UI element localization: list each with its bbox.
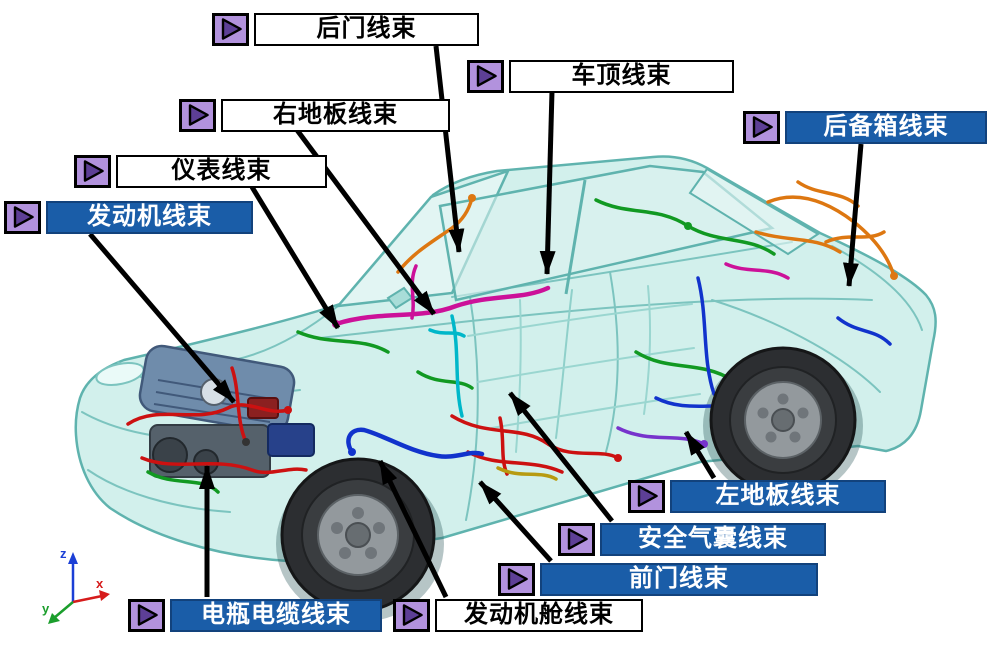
triangle-marker-icon bbox=[558, 522, 595, 556]
triangle-marker-icon bbox=[743, 110, 780, 144]
arrow-trunk bbox=[842, 143, 864, 287]
callout-right-floor-harness: 右地板线束 bbox=[179, 97, 450, 133]
callout-front-door-harness: 前门线束 bbox=[498, 561, 818, 597]
triangle-marker-icon bbox=[4, 200, 41, 234]
arrow-left-floor bbox=[683, 430, 717, 480]
triangle-marker-icon bbox=[467, 59, 504, 93]
callout-engine-bay-harness: 发动机舱线束 bbox=[393, 597, 643, 633]
coordinate-axes: z x y bbox=[42, 546, 110, 624]
axis-z-label: z bbox=[60, 546, 67, 561]
arrow-roof bbox=[539, 90, 556, 275]
callout-label: 后门线束 bbox=[254, 12, 479, 46]
arrow-airbag bbox=[508, 391, 614, 523]
wiring-harnesses bbox=[126, 180, 898, 494]
callout-rear-door-harness: 后门线束 bbox=[212, 11, 479, 47]
triangle-marker-icon bbox=[498, 562, 535, 596]
axis-x-label: x bbox=[96, 576, 104, 591]
triangle-marker-icon bbox=[628, 479, 665, 513]
callout-label: 前门线束 bbox=[540, 562, 818, 596]
triangle-marker-icon bbox=[393, 598, 430, 632]
arrow-instrument bbox=[249, 185, 341, 330]
callout-label: 发动机线束 bbox=[46, 200, 253, 234]
callout-label: 发动机舱线束 bbox=[435, 598, 643, 632]
callout-label: 电瓶电缆线束 bbox=[170, 598, 382, 632]
callout-label: 后备箱线束 bbox=[785, 110, 987, 144]
triangle-marker-icon bbox=[179, 98, 216, 132]
front-wheel bbox=[280, 457, 436, 613]
b-pillar bbox=[564, 179, 587, 295]
triangle-marker-icon bbox=[74, 154, 111, 188]
arrow-front-door bbox=[478, 480, 553, 563]
callout-label: 车顶线束 bbox=[509, 59, 734, 93]
triangle-marker-icon bbox=[128, 598, 165, 632]
battery-box bbox=[267, 423, 315, 457]
rear-glass bbox=[688, 167, 820, 256]
car-body-shell bbox=[74, 155, 937, 563]
callout-label: 右地板线束 bbox=[221, 98, 450, 132]
arrow-rear-door bbox=[433, 45, 465, 253]
triangle-marker-icon bbox=[212, 12, 249, 46]
callout-battery-cable-harness: 电瓶电缆线束 bbox=[128, 597, 382, 633]
arrow-engine-bay bbox=[377, 459, 449, 599]
callout-roof-harness: 车顶线束 bbox=[467, 58, 734, 94]
callout-trunk-harness: 后备箱线束 bbox=[743, 109, 987, 145]
axis-y-label: y bbox=[42, 601, 50, 616]
callout-instrument-harness: 仪表线束 bbox=[74, 153, 327, 189]
callout-label: 安全气囊线束 bbox=[600, 522, 826, 556]
callout-airbag-harness: 安全气囊线束 bbox=[558, 521, 826, 557]
callout-left-floor-harness: 左地板线束 bbox=[628, 478, 886, 514]
arrow-engine bbox=[88, 232, 236, 404]
callout-label: 仪表线束 bbox=[116, 154, 327, 188]
callout-label: 左地板线束 bbox=[670, 479, 886, 513]
callout-engine-harness: 发动机线束 bbox=[4, 199, 253, 235]
